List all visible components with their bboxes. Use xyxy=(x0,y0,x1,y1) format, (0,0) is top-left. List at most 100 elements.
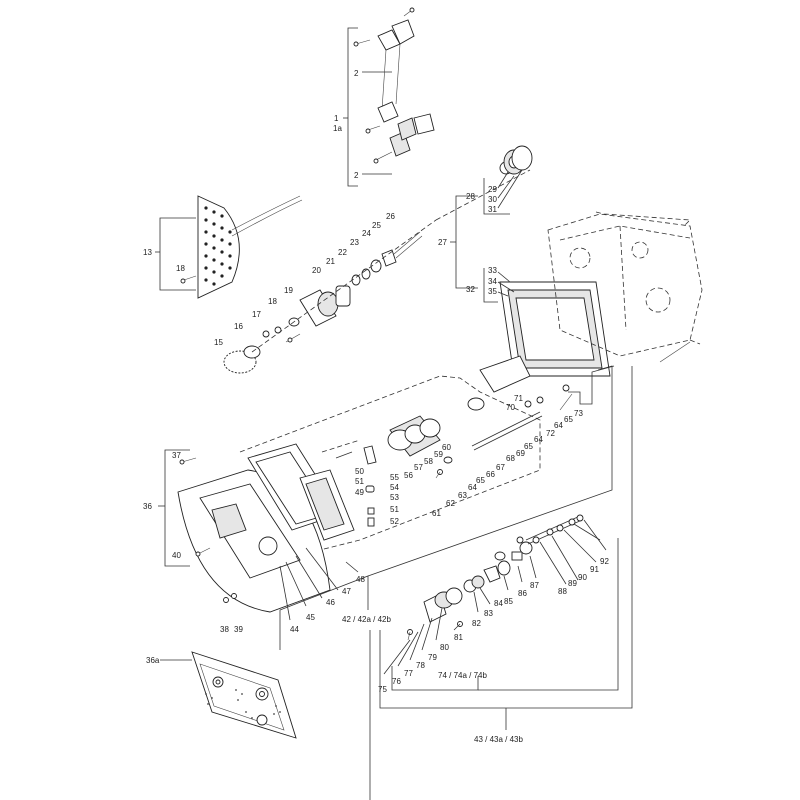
label-40: 40 xyxy=(172,551,181,560)
label-16: 16 xyxy=(234,322,243,331)
label-18: 18 xyxy=(176,264,185,273)
label-60: 60 xyxy=(442,443,451,452)
pump-body-outline xyxy=(547,211,703,363)
label-36: 36 xyxy=(143,502,152,511)
label-24: 24 xyxy=(362,229,371,238)
label-19: 19 xyxy=(284,286,293,295)
label-87: 87 xyxy=(530,581,539,590)
label-79: 79 xyxy=(428,653,437,662)
label-66: 66 xyxy=(486,470,495,479)
label-84: 84 xyxy=(494,599,503,608)
label-38: 38 xyxy=(220,625,229,634)
label-76: 76 xyxy=(392,677,401,686)
label-92: 92 xyxy=(600,557,609,566)
label-46: 46 xyxy=(326,598,335,607)
label-81: 81 xyxy=(454,633,463,642)
label-51: 51 xyxy=(355,477,364,486)
label-15: 15 xyxy=(214,338,223,347)
label-1a: 1a xyxy=(333,124,342,133)
label-64: 64 xyxy=(554,421,563,430)
label-89: 89 xyxy=(568,579,577,588)
label-62: 62 xyxy=(446,499,455,508)
label-68: 68 xyxy=(506,454,515,463)
gasket-frame-group: 28 29 30 31 27 32 33 34 35 xyxy=(438,145,611,377)
coupling-assembly: 15 16 17 18 19 20 21 22 23 24 25 26 xyxy=(214,169,531,374)
label-55: 55 xyxy=(390,473,399,482)
label-37: 37 xyxy=(172,451,181,460)
label-36a: 36a xyxy=(146,656,160,665)
label-72: 72 xyxy=(546,429,555,438)
label-69: 69 xyxy=(516,449,525,458)
label-23: 23 xyxy=(350,238,359,247)
label-39: 39 xyxy=(234,625,243,634)
label-74: 74 / 74a / 74b xyxy=(438,671,487,680)
label-45: 45 xyxy=(306,613,315,622)
label-32: 32 xyxy=(466,285,475,294)
label-86: 86 xyxy=(518,589,527,598)
label-26: 26 xyxy=(386,212,395,221)
label-44: 44 xyxy=(290,625,299,634)
label-65: 65 xyxy=(564,415,573,424)
label-58: 58 xyxy=(424,457,433,466)
label-25: 25 xyxy=(372,221,381,230)
label-57: 57 xyxy=(414,463,423,472)
label-35: 35 xyxy=(488,287,497,296)
label-56: 56 xyxy=(404,471,413,480)
label-30: 30 xyxy=(488,195,497,204)
label-59: 59 xyxy=(434,450,443,459)
label-64: 64 xyxy=(534,435,543,444)
label-21: 21 xyxy=(326,257,335,266)
label-63: 63 xyxy=(458,491,467,500)
label-75: 75 xyxy=(378,685,387,694)
label-91: 91 xyxy=(590,565,599,574)
label-52: 52 xyxy=(390,517,399,526)
label-77: 77 xyxy=(404,669,413,678)
label-48: 48 xyxy=(356,575,365,584)
label-78: 78 xyxy=(416,661,425,670)
rotor-assembly: 50 51 49 55 54 53 51 52 56 57 58 59 60 6… xyxy=(239,355,615,561)
label-50: 50 xyxy=(355,467,364,476)
label-17: 17 xyxy=(252,310,261,319)
label-83: 83 xyxy=(484,609,493,618)
label-54: 54 xyxy=(390,483,399,492)
label-73: 73 xyxy=(574,409,583,418)
label-53: 53 xyxy=(390,493,399,502)
label-33: 33 xyxy=(488,266,497,275)
label-61: 61 xyxy=(432,509,441,518)
label-47: 47 xyxy=(342,587,351,596)
label-82: 82 xyxy=(472,619,481,628)
label-27: 27 xyxy=(438,238,447,247)
label-22: 22 xyxy=(338,248,347,257)
label-31: 31 xyxy=(488,205,497,214)
label-13: 13 xyxy=(143,248,152,257)
label-2: 2 xyxy=(354,171,359,180)
label-43: 43 / 43a / 43b xyxy=(474,735,523,744)
label-18: 18 xyxy=(268,297,277,306)
grille-cover: 13 18 xyxy=(143,195,303,299)
label-67: 67 xyxy=(496,463,505,472)
label-65: 65 xyxy=(524,442,533,451)
label-34: 34 xyxy=(488,277,497,286)
group-brackets: 42 / 42a / 42b 74 / 74a / 74b 43 / 43a /… xyxy=(279,365,633,800)
label-70: 70 xyxy=(506,403,515,412)
label-80: 80 xyxy=(440,643,449,652)
bracket-assembly: 1 1a 2 2 xyxy=(333,7,435,187)
housing-cover: 37 36 40 38 39 44 45 46 47 48 xyxy=(143,443,365,634)
label-1: 1 xyxy=(334,114,339,123)
label-2: 2 xyxy=(354,69,359,78)
label-65: 65 xyxy=(476,476,485,485)
label-71: 71 xyxy=(514,394,523,403)
label-49: 49 xyxy=(355,488,364,497)
label-88: 88 xyxy=(558,587,567,596)
label-20: 20 xyxy=(312,266,321,275)
label-64: 64 xyxy=(468,483,477,492)
valve-assembly: 75 76 77 78 79 80 81 82 83 84 85 86 87 8… xyxy=(378,514,609,694)
label-51: 51 xyxy=(390,505,399,514)
label-28: 28 xyxy=(466,192,475,201)
label-90: 90 xyxy=(578,573,587,582)
plate-36a: 36a xyxy=(146,651,297,739)
label-29: 29 xyxy=(488,185,497,194)
label-85: 85 xyxy=(504,597,513,606)
label-42: 42 / 42a / 42b xyxy=(342,615,391,624)
